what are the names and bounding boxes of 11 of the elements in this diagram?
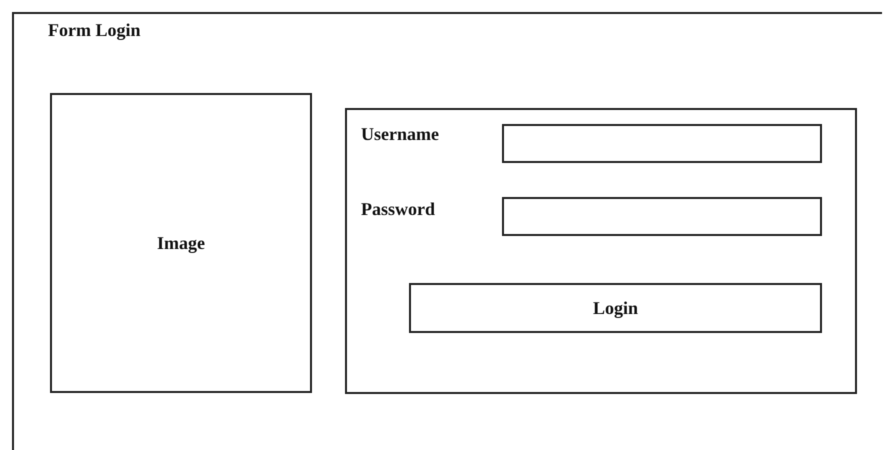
form-frame bbox=[12, 12, 882, 450]
button-label: Login bbox=[592, 298, 638, 318]
login-button bbox=[409, 283, 822, 333]
input-field bbox=[502, 124, 822, 163]
form-panel bbox=[345, 108, 857, 394]
field-label: Username bbox=[361, 124, 439, 145]
image-label: Image bbox=[157, 232, 205, 254]
image-frame bbox=[50, 93, 312, 393]
field-label: Password bbox=[361, 199, 436, 220]
form-title: Form Login bbox=[48, 20, 140, 41]
input-field bbox=[502, 197, 822, 236]
